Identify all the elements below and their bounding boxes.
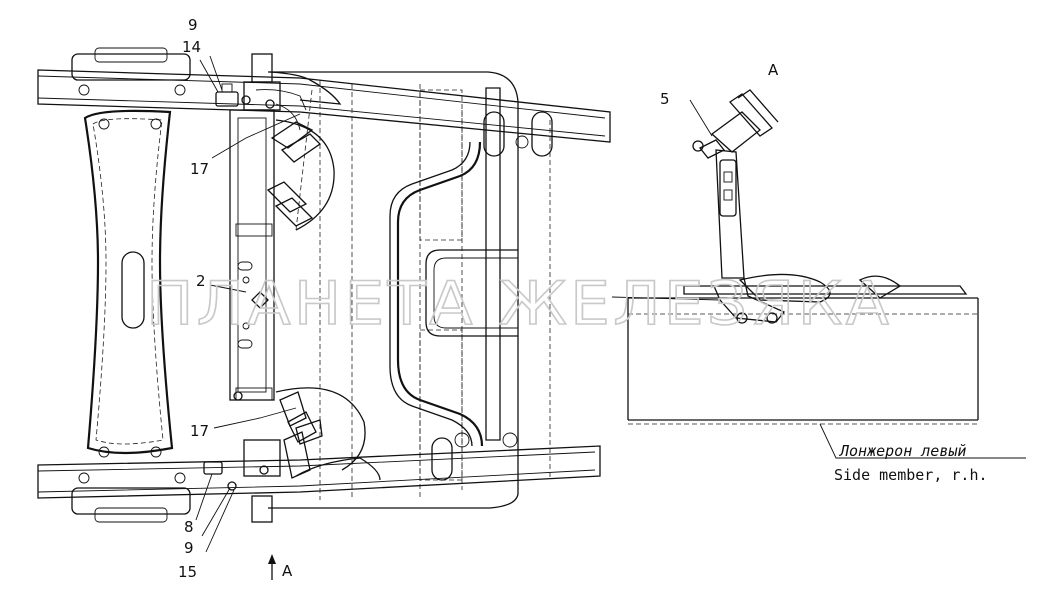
callout-9-top: 9 [188,16,198,34]
watermark: ПЛАНЕТА ЖЕЛЕЗЯКА [146,269,892,339]
callout-9-bottom: 9 [184,539,194,557]
upper-connector-fan [215,83,335,231]
callout-2: 2 [196,272,206,290]
captions: Лонжерон левый Side member, r.h. [834,442,988,484]
leader-lines [195,55,301,553]
detail-view-a [611,89,1026,459]
callout-17-top: 17 [190,160,209,178]
lower-connector-fan [203,387,366,491]
caption-english: Side member, r.h. [834,466,988,484]
lower-frame-rail [37,445,601,499]
callout-5: 5 [660,90,670,108]
view-arrow [268,554,276,580]
callout-15: 15 [178,563,197,581]
callout-8: 8 [184,518,194,536]
mounting-plate [268,71,553,509]
upper-frame-rail [37,69,611,143]
caption-russian: Лонжерон левый [838,442,966,460]
callouts: 9 14 17 2 17 8 9 15 5 A A [178,16,779,581]
main-view [37,47,611,580]
detail-view-title: A [768,61,779,79]
cross-member [71,47,191,523]
view-arrow-label: A [282,562,293,580]
callout-17-bottom: 17 [190,422,209,440]
callout-14: 14 [182,38,201,56]
